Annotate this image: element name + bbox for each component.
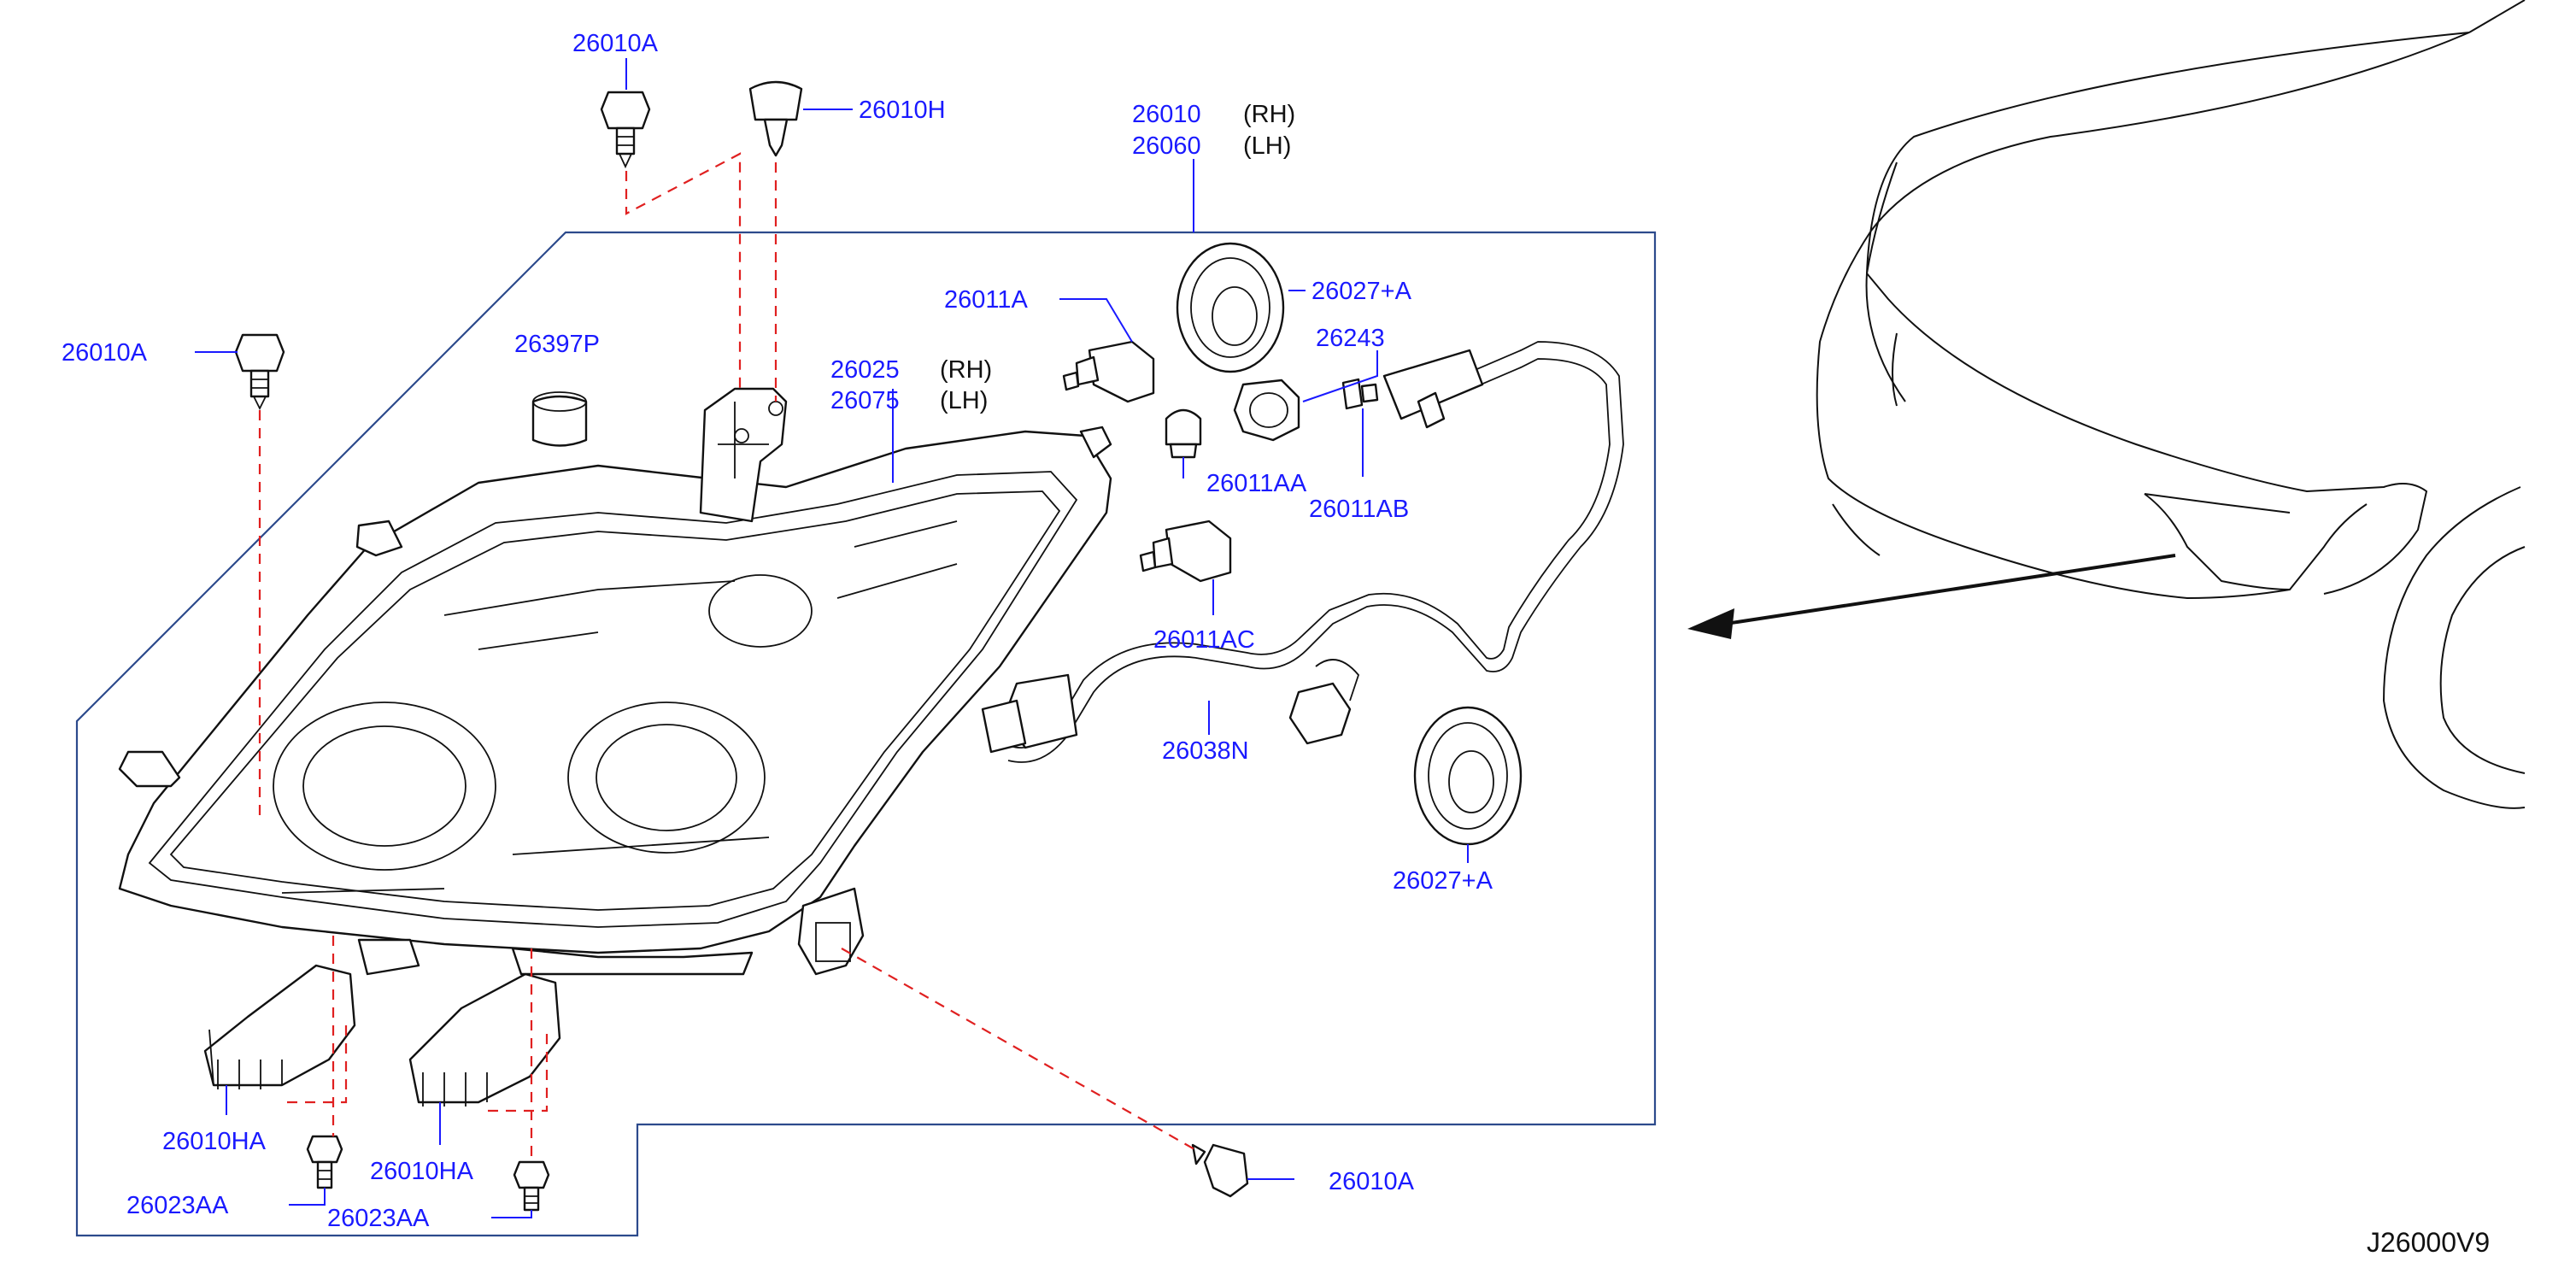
label-screw-bracket-left[interactable]: 26023AA — [126, 1192, 229, 1219]
label-screw-bracket-right[interactable]: 26023AA — [327, 1205, 430, 1232]
label-cap-top[interactable]: 26027+A — [1311, 278, 1412, 305]
part-labels: 26010A 26010H 26010 (RH) 26060 (LH) 2602… — [62, 30, 2490, 1258]
label-socket[interactable]: 26243 — [1316, 325, 1385, 352]
bulb-high[interactable] — [1062, 340, 1155, 403]
label-housing-rh[interactable]: 26025 — [830, 356, 900, 384]
alignment-guides — [258, 152, 1195, 1158]
bracket-right[interactable] — [408, 972, 561, 1107]
bulb-small[interactable] — [1165, 408, 1202, 459]
bracket-left[interactable] — [203, 964, 356, 1089]
label-harness[interactable]: 26038N — [1162, 737, 1249, 765]
label-bulb-wedge[interactable]: 26011AB — [1309, 496, 1409, 523]
bulb-fog[interactable] — [1139, 520, 1232, 583]
label-headlamp-assy-rh[interactable]: 26010 — [1132, 101, 1201, 128]
cap-bottom[interactable] — [1413, 706, 1523, 846]
label-screw-bottom[interactable]: 26010A — [1329, 1168, 1415, 1195]
socket[interactable] — [1233, 379, 1300, 442]
label-side-rh-housing: (RH) — [940, 356, 992, 384]
label-bracket-right[interactable]: 26010HA — [370, 1158, 474, 1185]
label-bracket-left[interactable]: 26010HA — [162, 1128, 267, 1155]
bolt-cap[interactable] — [531, 391, 588, 447]
screw-bracket-right[interactable] — [513, 1160, 550, 1212]
cap-top[interactable] — [1176, 242, 1285, 373]
label-clip-top[interactable]: 26010H — [859, 97, 946, 124]
screw-bottom[interactable] — [1191, 1143, 1249, 1198]
label-bolt-cap[interactable]: 26397P — [514, 331, 600, 358]
label-bulb-fog[interactable]: 26011AC — [1153, 626, 1255, 654]
screw-left[interactable] — [234, 333, 285, 411]
callout-leaders — [195, 58, 1469, 1218]
assembly-frame — [75, 231, 1657, 1237]
label-screw-top[interactable]: 26010A — [572, 30, 659, 57]
label-side-lh-housing: (LH) — [940, 387, 988, 414]
label-cap-bottom[interactable]: 26027+A — [1393, 867, 1493, 895]
label-side-lh-top: (LH) — [1243, 132, 1291, 160]
label-side-rh-top: (RH) — [1243, 101, 1295, 128]
vehicle-location-sketch — [1816, 0, 2526, 809]
label-housing-lh[interactable]: 26075 — [830, 387, 900, 414]
headlamp-housing[interactable] — [118, 387, 1112, 976]
label-headlamp-assy-lh[interactable]: 26060 — [1132, 132, 1201, 160]
wiring-harness[interactable] — [981, 341, 1624, 763]
screw-top[interactable] — [600, 91, 651, 169]
bulb-wedge[interactable] — [1341, 378, 1379, 410]
label-bulb-high[interactable]: 26011A — [944, 286, 1028, 314]
label-bulb-small[interactable]: 26011AA — [1206, 470, 1307, 497]
location-arrow — [1687, 554, 2176, 639]
diagram-reference-code: J26000V9 — [2367, 1227, 2490, 1258]
label-screw-left[interactable]: 26010A — [62, 339, 148, 367]
clip-top[interactable] — [748, 80, 803, 157]
screw-bracket-left[interactable] — [306, 1135, 343, 1189]
